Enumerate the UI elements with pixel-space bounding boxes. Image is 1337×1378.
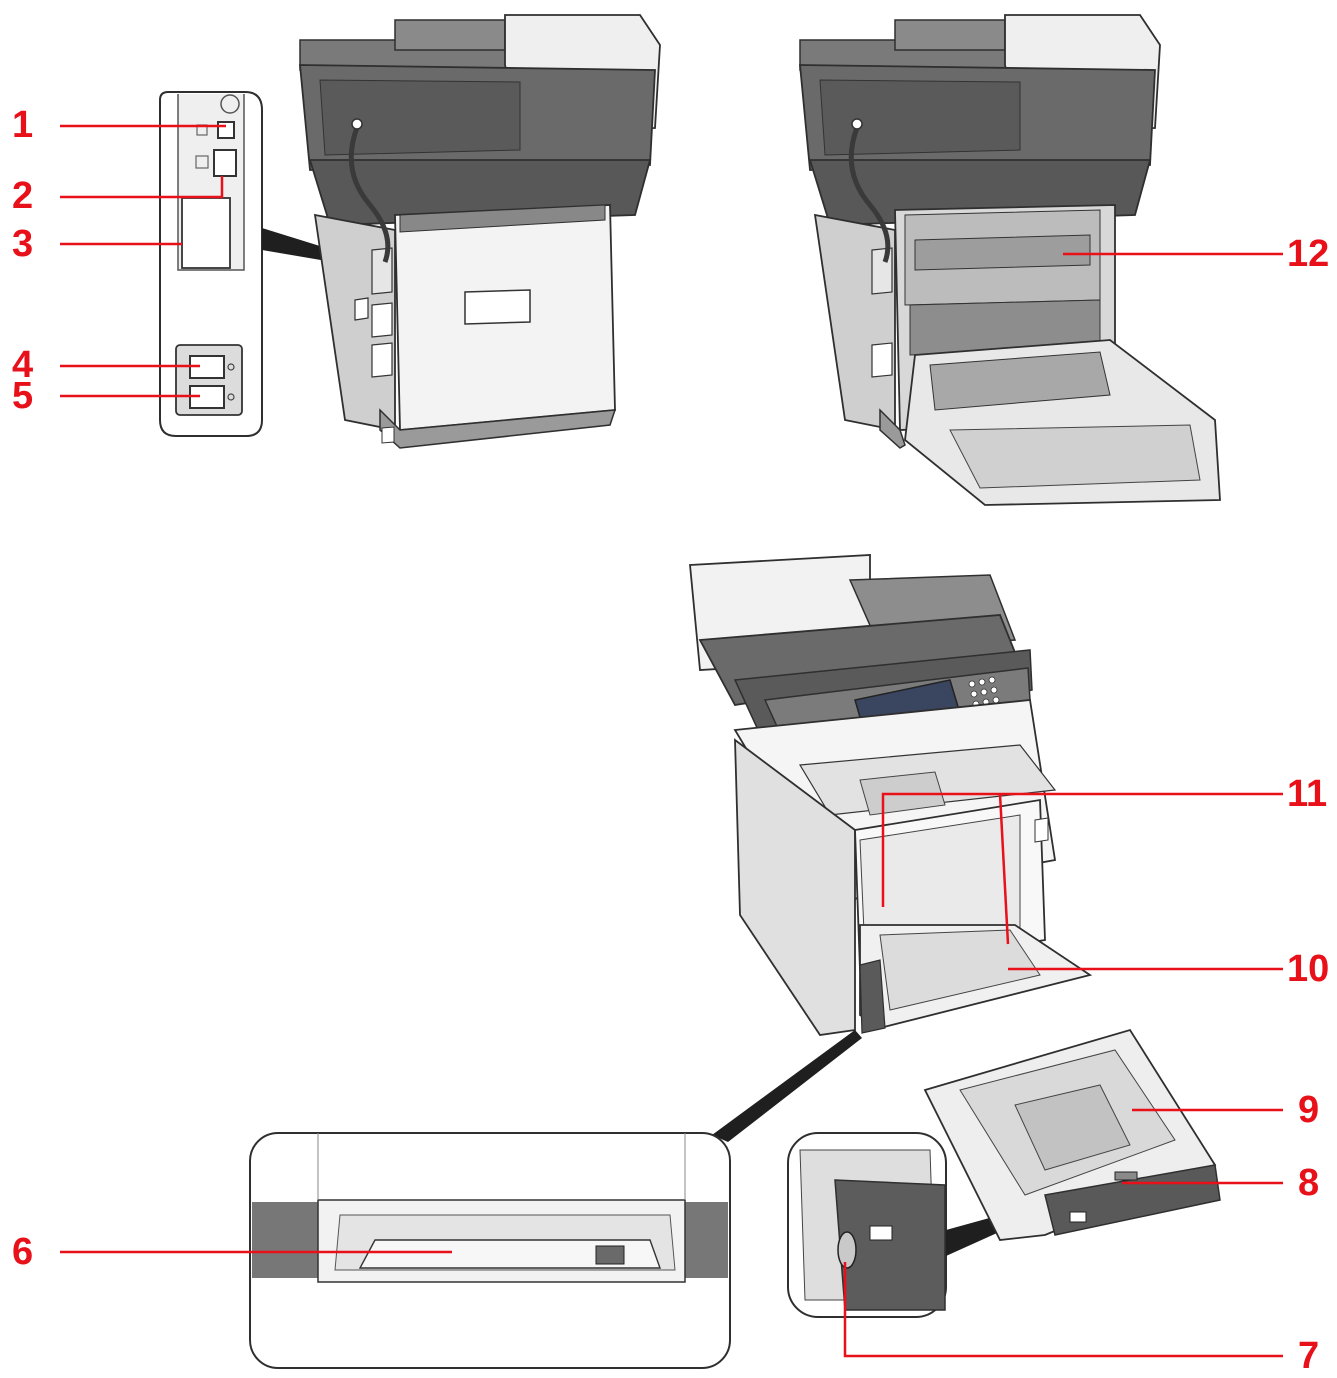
callout-5: 5	[12, 375, 34, 417]
callout-12: 12	[1287, 233, 1330, 275]
callout-2: 2	[12, 175, 34, 217]
size-dial-icon	[837, 1231, 857, 1269]
callout-1: 1	[12, 104, 34, 146]
front-view	[689, 554, 1093, 1036]
leader-lines	[60, 124, 1283, 1358]
rear-interface-detail	[159, 91, 263, 437]
callout-7: 7	[1298, 1335, 1320, 1377]
callout-6: 6	[12, 1231, 34, 1273]
rear-cover-open-view	[799, 14, 1221, 506]
rear-view	[299, 14, 661, 449]
cassette	[923, 1028, 1221, 1241]
mp-tray-detail	[249, 1132, 731, 1369]
callout-4: 4	[12, 344, 34, 386]
zoom-wedge-mp	[712, 1030, 862, 1142]
optional-interface-slot-icon	[181, 197, 231, 269]
callout-8: 8	[1298, 1162, 1320, 1204]
callout-11: 11	[1287, 773, 1328, 815]
cassette-detail	[787, 1132, 947, 1318]
callout-10: 10	[1287, 948, 1330, 990]
network-port-icon	[213, 149, 237, 177]
callout-9: 9	[1298, 1089, 1320, 1131]
callout-3: 3	[12, 223, 34, 265]
usb-port-icon	[217, 121, 235, 139]
